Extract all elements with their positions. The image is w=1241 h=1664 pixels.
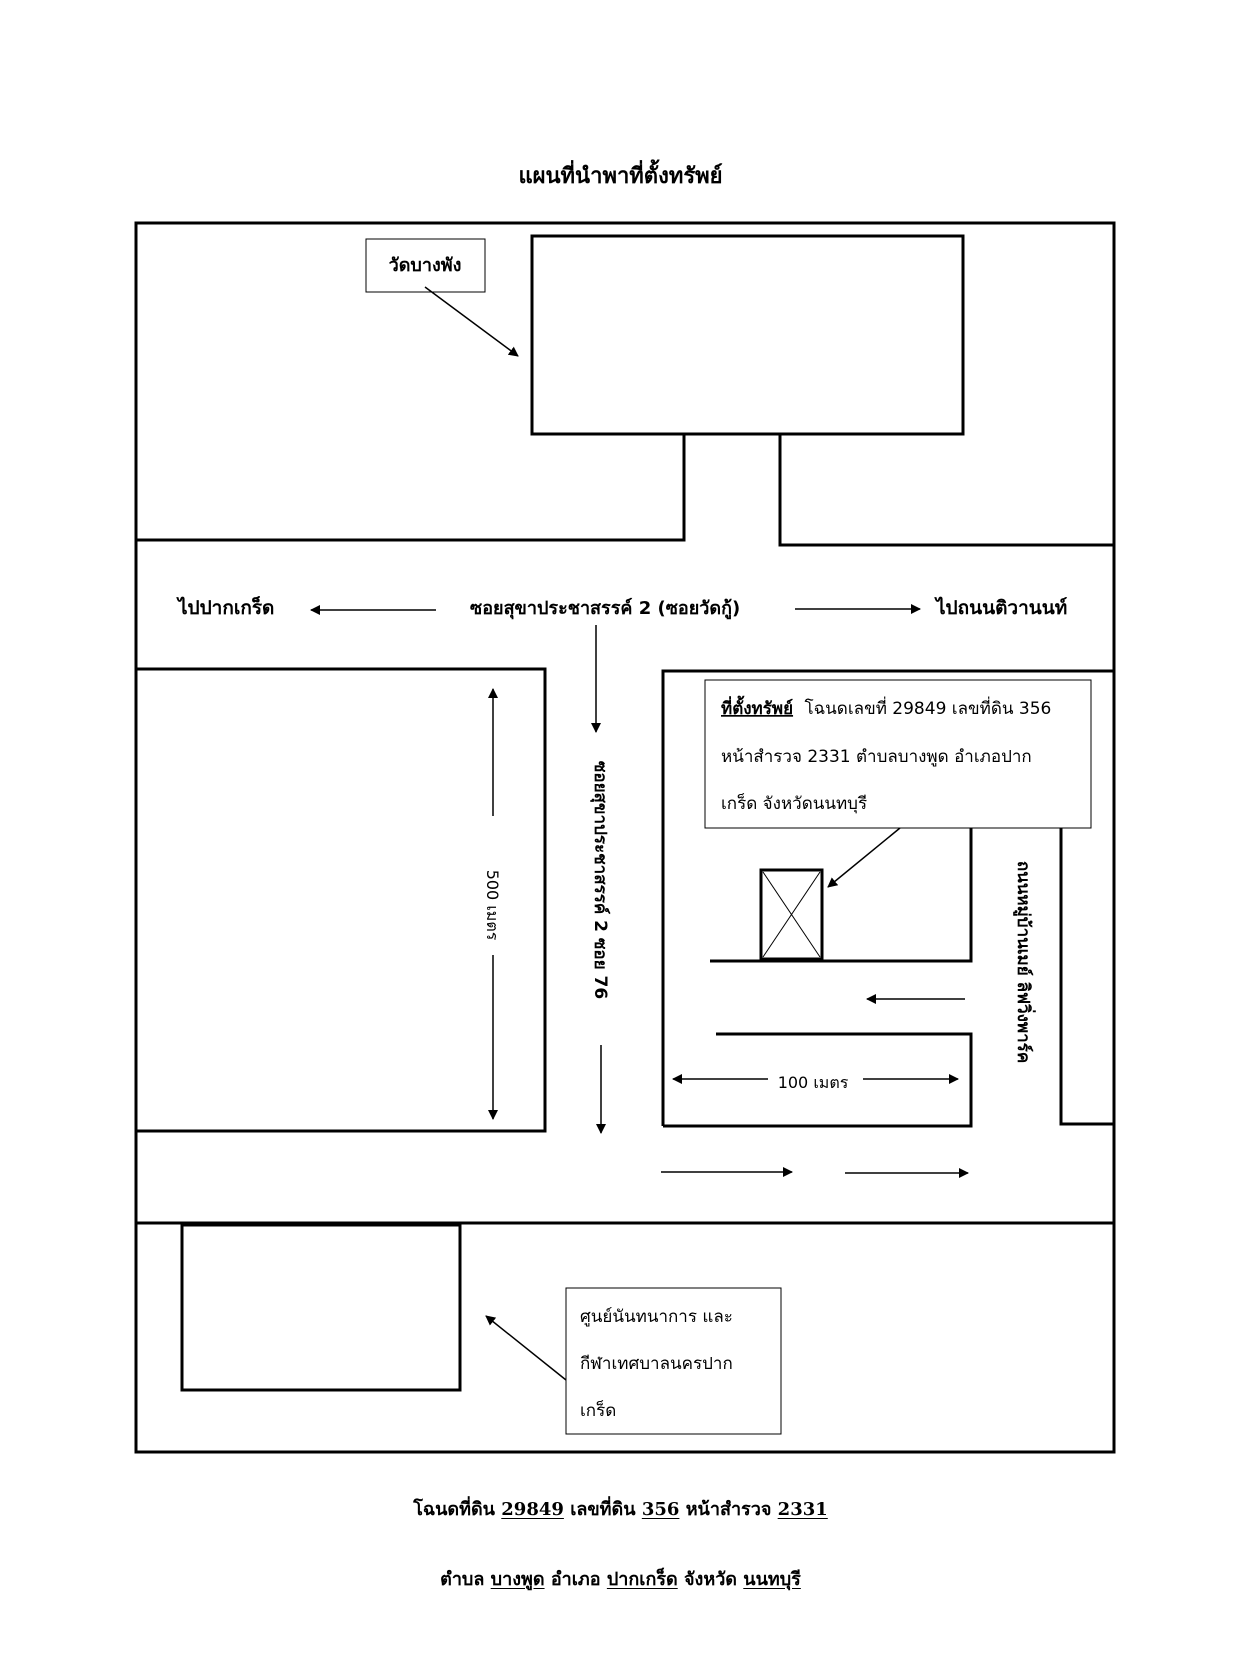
recreation-center-label-box [565,1287,782,1435]
footer-deed-label: โฉนดที่ดิน [413,1499,495,1520]
footer-district-label: อำเภอ [550,1569,601,1590]
main-soi-label: ซอยสุขาประชาสรรค์ 2 (ซอยวัดกู้) [470,597,740,620]
village-road-right-edge [1059,827,1114,1126]
footer-subdistrict: บางพูด [490,1569,545,1590]
recreation-center-line3: เกร็ด [580,1399,616,1421]
top-left-block-edge [136,434,686,542]
village-inner-road-lower [663,1032,973,1128]
temple-pointer-arrow [424,286,519,357]
middle-right-block-edge [661,669,1114,1126]
footer-deed-number: 29849 [501,1499,564,1520]
side-soi-label: ซอยสุขาประชาสรรค์ 2 ซอย 76 [590,761,611,999]
footer-land-label: เลขที่ดิน [570,1499,636,1520]
footer-district: ปากเกร็ด [606,1569,678,1590]
property-pointer-arrow [827,827,901,888]
property-info-line1: ที่ตั้งทรัพย์ โฉนดเลขที่ 29849 เลขที่ดิน… [721,695,1051,719]
footer-deed-line: โฉนดที่ดิน 29849 เลขที่ดิน 356 หน้าสำรวจ… [0,1494,1241,1523]
distance-100-label: 100 เมตร [778,1073,849,1092]
footer-province: นนทบุรี [743,1569,801,1590]
to-pakkret-label: ไปปากเกร็ด [176,595,274,619]
property-info-box [704,679,1092,829]
village-road-label: ถนนหมู่บ้านเมย์ ลิฟวิ่งพาร์ค [1012,861,1036,1063]
recreation-center-building [180,1223,462,1392]
top-right-block-edge [778,434,1114,547]
footer-location-line: ตำบล บางพูด อำเภอ ปากเกร็ด จังหวัด นนทบุ… [0,1564,1241,1593]
footer-land-number: 356 [641,1499,680,1520]
footer-survey-label: หน้าสำรวจ [685,1499,772,1520]
map-title: แผนที่นำพาที่ตั้งทรัพย์ [518,163,723,189]
footer-province-label: จังหวัด [684,1569,737,1590]
footer-subdistrict-label: ตำบล [440,1569,485,1590]
property-plot [759,868,824,961]
temple-label: วัดบางพัง [389,255,462,276]
to-tiwanon-label: ไปถนนติวานนท์ [934,596,1067,619]
temple-building [530,234,965,436]
property-info-line3: เกร็ด จังหวัดนนทบุรี [721,792,867,814]
property-heading: ที่ตั้งทรัพย์ [721,695,793,719]
village-inner-road-upper [710,827,973,963]
footer-survey-number: 2331 [777,1499,828,1520]
property-info-line2: หน้าสำรวจ 2331 ตำบลบางพูด อำเภอปาก [721,747,1032,767]
map-frame [134,221,1116,1454]
property-deed-text: โฉนดเลขที่ 29849 เลขที่ดิน 356 [804,696,1051,719]
middle-left-block [136,667,547,1133]
property-cross-line [762,871,821,958]
recreation-center-line2: กีฬาเทศบาลนครปาก [580,1354,733,1374]
recreation-center-line1: ศูนย์นันทนาการ และ [580,1307,733,1327]
temple-label-box [365,238,486,293]
distance-500-label: 500 เมตร [483,870,502,941]
recreation-center-pointer-arrow [485,1315,567,1381]
